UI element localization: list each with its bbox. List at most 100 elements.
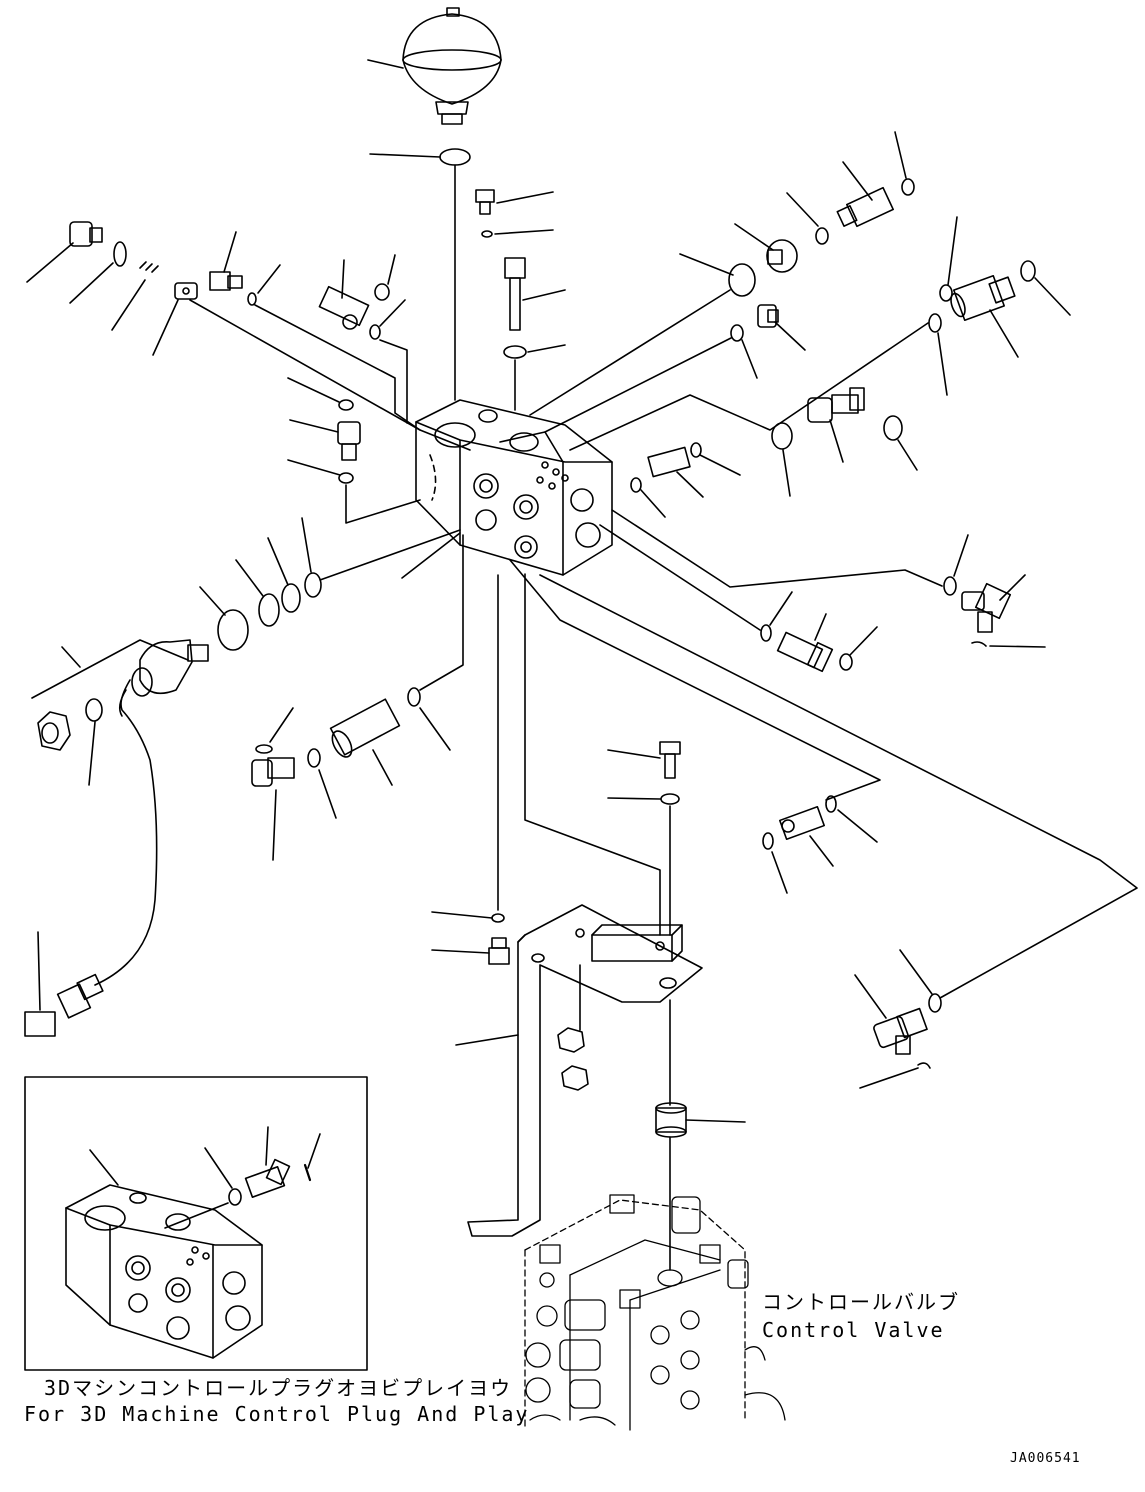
inset-frame bbox=[24, 1076, 368, 1371]
leader-line bbox=[287, 459, 341, 476]
leader-line bbox=[367, 59, 404, 69]
plug-fitting bbox=[757, 304, 779, 328]
accumulator bbox=[402, 7, 502, 125]
assembly-line bbox=[509, 559, 881, 801]
o-ring bbox=[730, 324, 744, 342]
leader-line bbox=[953, 534, 969, 577]
washer bbox=[660, 793, 680, 805]
spacer-fitting bbox=[329, 698, 401, 758]
leader-line bbox=[401, 532, 461, 579]
o-ring bbox=[247, 292, 257, 306]
assembly-line bbox=[319, 529, 461, 581]
leader-line bbox=[369, 153, 441, 158]
leader-line bbox=[111, 279, 146, 331]
o-ring bbox=[771, 422, 793, 450]
assembly-line bbox=[539, 574, 1138, 999]
o-ring bbox=[338, 472, 354, 484]
leader-line bbox=[69, 262, 114, 304]
leader-line bbox=[318, 769, 337, 819]
o-ring bbox=[369, 324, 381, 340]
leader-line bbox=[522, 289, 566, 301]
o-ring bbox=[255, 744, 273, 754]
plug-fitting bbox=[69, 221, 103, 247]
washer bbox=[481, 230, 493, 238]
nut bbox=[557, 1027, 585, 1053]
bolt bbox=[488, 937, 510, 965]
leader-line bbox=[431, 949, 490, 954]
straight-fitting bbox=[778, 805, 826, 841]
bracket-leader bbox=[31, 639, 189, 699]
leader-line bbox=[829, 419, 844, 463]
spacer-collar bbox=[655, 1102, 687, 1138]
angled-fitting bbox=[776, 631, 834, 673]
leader-line bbox=[897, 439, 918, 471]
solenoid-valve bbox=[94, 639, 209, 986]
leader-line bbox=[287, 377, 340, 403]
elbow-fitting bbox=[251, 757, 295, 787]
o-ring bbox=[762, 832, 774, 850]
leader-line bbox=[89, 1149, 119, 1186]
leader-line bbox=[455, 1034, 519, 1046]
o-ring bbox=[439, 148, 471, 166]
leader-line bbox=[431, 911, 493, 919]
o-ring bbox=[228, 1188, 242, 1206]
o-ring bbox=[630, 477, 642, 493]
elbow-fitting bbox=[807, 387, 865, 423]
inset-angled-fitting bbox=[244, 1158, 291, 1199]
leader-line bbox=[989, 309, 1019, 358]
leader-line bbox=[741, 339, 758, 379]
o-ring bbox=[928, 313, 942, 333]
drawing-number: JA006541 bbox=[1010, 1451, 1081, 1466]
manifold-block bbox=[415, 399, 613, 576]
leader-line bbox=[527, 344, 566, 353]
inset-manifold-block bbox=[65, 1184, 263, 1359]
leader-line bbox=[814, 613, 827, 641]
leader-line bbox=[372, 749, 393, 786]
o-ring bbox=[943, 576, 957, 596]
leader-line bbox=[496, 191, 554, 204]
assembly-line bbox=[599, 524, 761, 631]
o-ring bbox=[307, 748, 321, 768]
leader-line bbox=[769, 591, 793, 626]
o-ring bbox=[407, 687, 421, 707]
o-ring bbox=[928, 993, 942, 1013]
assembly-line bbox=[379, 339, 408, 424]
assembly-line bbox=[569, 322, 929, 451]
o-ring bbox=[281, 583, 301, 613]
leader-line bbox=[88, 721, 96, 786]
leader-line bbox=[301, 517, 312, 573]
washer bbox=[491, 913, 505, 923]
leader-line bbox=[899, 949, 933, 995]
clip bbox=[303, 1163, 312, 1182]
o-ring bbox=[85, 698, 103, 722]
leader-line bbox=[1034, 277, 1071, 316]
straight-fitting bbox=[647, 446, 691, 478]
sensor-fitting bbox=[318, 285, 370, 330]
leader-line bbox=[809, 835, 834, 867]
assembly-line bbox=[529, 289, 731, 416]
mounting-bracket bbox=[467, 904, 703, 1237]
leader-line bbox=[676, 471, 704, 498]
leader-line bbox=[854, 974, 887, 1019]
connector-fitting bbox=[337, 421, 361, 461]
leader-line bbox=[235, 559, 264, 597]
assembly-line bbox=[544, 337, 732, 433]
leader-line bbox=[607, 749, 661, 759]
leader-line bbox=[379, 299, 406, 327]
assembly-line bbox=[254, 304, 421, 431]
leader-line bbox=[894, 131, 907, 179]
elbow-sensor bbox=[961, 582, 1012, 633]
washer bbox=[503, 345, 527, 359]
o-ring bbox=[690, 442, 702, 458]
leader-line bbox=[842, 161, 873, 201]
o-ring bbox=[939, 284, 953, 302]
inset-caption-jp: 3Dマシンコントロールプラグオヨビプレイヨウ bbox=[44, 1376, 513, 1400]
leader-line bbox=[947, 216, 958, 286]
leader-line bbox=[257, 264, 281, 294]
o-ring bbox=[901, 178, 915, 196]
assembly-line bbox=[345, 484, 421, 524]
leader-line bbox=[387, 254, 396, 285]
leader-line bbox=[204, 1147, 233, 1189]
o-ring bbox=[113, 241, 127, 267]
